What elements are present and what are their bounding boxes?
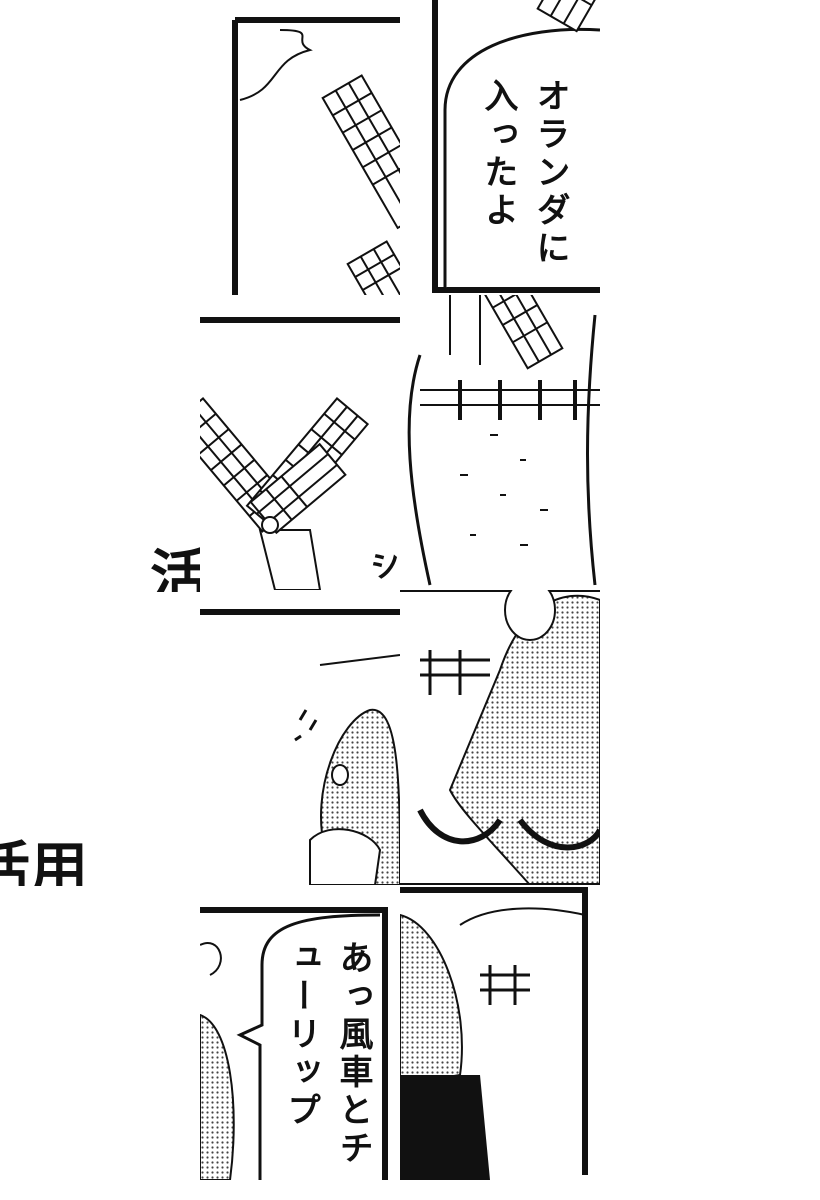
speech-text-2: あっ風車とチューリップ — [281, 940, 373, 1168]
panel-fence-field — [400, 295, 600, 590]
panel-person — [400, 885, 600, 1180]
speech-text-1: オランダに入ったよ — [478, 78, 570, 268]
title-fragment-top: 活 — [150, 543, 209, 592]
panel-sky-windmill — [200, 0, 400, 295]
panel-speech-bubble-1: オランダに入ったよ — [400, 0, 600, 295]
panel-windmill: シ — [200, 295, 400, 590]
panel-speech-bubble-2: あっ風車とチューリップ — [200, 885, 400, 1180]
panel-dog — [200, 590, 400, 885]
title-fragment-bottom: 活用 — [0, 835, 89, 886]
panel-man-bicycle — [400, 590, 600, 885]
